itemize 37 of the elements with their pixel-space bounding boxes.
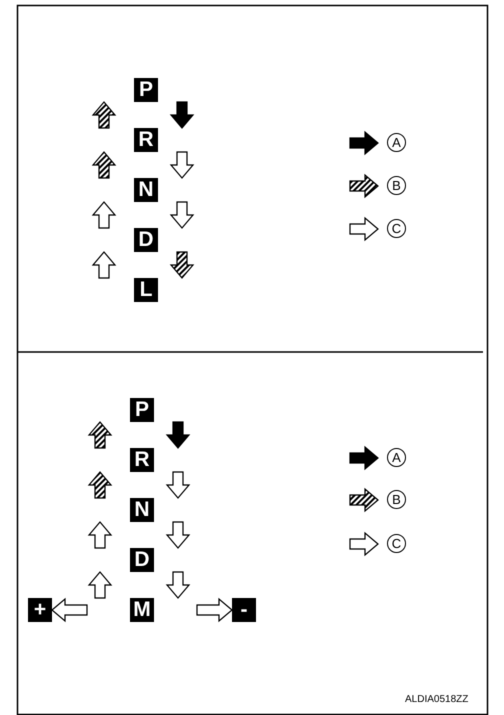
shift-position-key: N — [130, 498, 154, 522]
arrow — [170, 151, 194, 179]
arrow — [51, 598, 88, 622]
arrow — [88, 571, 112, 599]
arrow — [88, 521, 112, 549]
arrow — [92, 151, 116, 179]
shift-position-key: D — [134, 228, 158, 252]
circled-letter: C — [387, 219, 406, 238]
arrow — [170, 251, 194, 279]
shift-position-key: P — [130, 398, 154, 422]
arrow — [92, 201, 116, 229]
circled-letter: A — [387, 448, 406, 467]
circled-letter: A — [387, 133, 406, 152]
shift-position-key: - — [232, 598, 256, 622]
circled-letter: B — [387, 490, 406, 509]
shift-position-key: P — [134, 78, 158, 102]
shift-position-key: R — [134, 128, 158, 152]
shift-position-key: + — [28, 598, 52, 622]
arrow — [92, 101, 116, 129]
arrow — [166, 521, 190, 549]
arrow — [88, 471, 112, 499]
arrow — [170, 201, 194, 229]
circled-letter: C — [387, 534, 406, 553]
arrow — [166, 471, 190, 499]
arrow — [166, 571, 190, 599]
arrow — [170, 101, 194, 129]
shift-position-key: M — [130, 598, 154, 622]
shift-position-key: D — [130, 548, 154, 572]
shift-position-key: N — [134, 178, 158, 202]
shift-position-key: R — [130, 448, 154, 472]
circled-letter: B — [387, 176, 406, 195]
figure-code: ALDIA0518ZZ — [405, 694, 468, 705]
arrow — [88, 421, 112, 449]
arrow — [166, 421, 190, 449]
arrow — [196, 598, 233, 622]
arrow — [92, 251, 116, 279]
shift-position-key: L — [134, 278, 158, 302]
